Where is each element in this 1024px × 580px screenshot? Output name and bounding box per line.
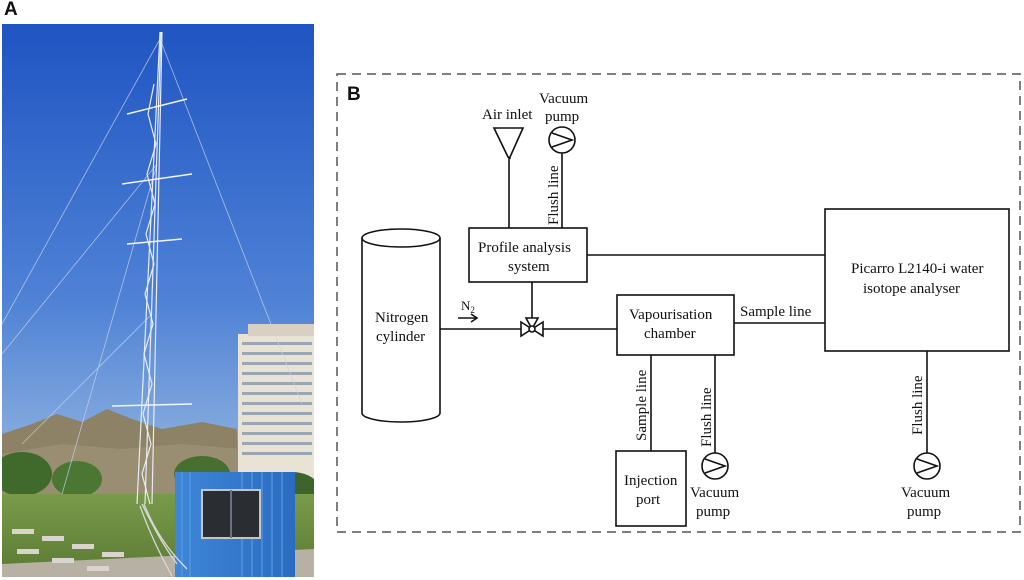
sample-line-v-label: Sample line (634, 369, 650, 441)
profile-label-1: Profile analysis (478, 240, 571, 256)
vacuum-pump-icon-mid (701, 452, 729, 480)
vacuum-top-label-2: pump (545, 109, 579, 125)
profile-label-2: system (508, 259, 550, 275)
tower-photo (2, 24, 314, 577)
sample-line-h-label: Sample line (740, 304, 812, 320)
vapour-label-1: Vapourisation (629, 307, 713, 323)
air-inlet-funnel-icon (492, 127, 525, 160)
nitrogen-label-1: Nitrogen (375, 310, 429, 326)
vacuum-mid-label-1: Vacuum (690, 485, 739, 501)
injection-label-2: port (636, 492, 661, 508)
flush-line-top-label: Flush line (546, 165, 562, 225)
vapour-label-2: chamber (644, 326, 696, 342)
picarro-analyser-box (824, 208, 1010, 352)
flush-line-right-label: Flush line (910, 375, 926, 435)
vacuum-right-label-2: pump (907, 504, 941, 520)
nitrogen-label-2: cylinder (376, 329, 425, 345)
air-inlet-label: Air inlet (482, 107, 533, 123)
nitrogen-cylinder (361, 238, 441, 413)
three-way-valve-icon (520, 317, 544, 338)
building (238, 324, 314, 484)
n2-label: N2 (461, 298, 475, 315)
picarro-label-2: isotope analyser (863, 281, 960, 297)
picarro-label-1: Picarro L2140-i water (851, 261, 983, 277)
panel-b-label: B (347, 84, 361, 105)
vacuum-pump-icon-right (913, 452, 941, 480)
vacuum-top-label-1: Vacuum (539, 91, 588, 107)
injection-label-1: Injection (624, 473, 678, 489)
tower-mast (136, 31, 163, 505)
injection-port-box (615, 450, 687, 527)
vacuum-right-label-1: Vacuum (901, 485, 950, 501)
vapourisation-chamber-box (616, 294, 735, 356)
flush-line-mid-label: Flush line (699, 387, 715, 447)
panel-a-label: A (4, 0, 18, 20)
vacuum-mid-label-2: pump (696, 504, 730, 520)
